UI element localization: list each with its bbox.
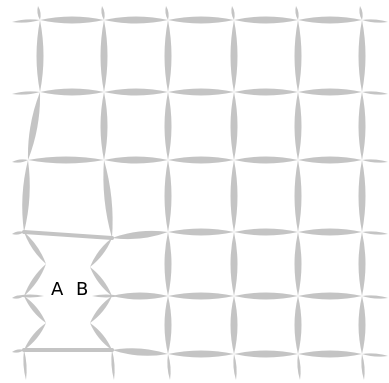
edge-stub-top: [359, 6, 363, 20]
horizontal-lens: [168, 228, 234, 236]
vertical-lens: [103, 160, 113, 238]
edge-stub-top: [101, 6, 105, 20]
edge-stub-top: [165, 6, 169, 20]
horizontal-lens: [234, 350, 298, 358]
horizontal-lens: [104, 16, 168, 24]
vertical-lens: [358, 296, 366, 354]
horizontal-lens: [234, 88, 298, 96]
horizontal-lens: [168, 292, 234, 300]
vertical-lens: [22, 160, 30, 232]
horizontal-lens: [168, 350, 234, 358]
label-a: A: [51, 279, 64, 300]
horizontal-lens: [234, 228, 298, 236]
horizontal-lens: [104, 88, 168, 96]
vertical-lens-bowed: [90, 296, 112, 323]
vertical-lens: [230, 160, 238, 232]
vertical-lens: [230, 296, 238, 354]
edge-stub-right: [362, 231, 388, 235]
horizontal-lens: [298, 16, 362, 24]
vertical-lens: [358, 232, 366, 296]
vertical-lens: [164, 232, 172, 296]
vertical-lens-bowed: [90, 323, 112, 350]
horizontal-stub: [16, 294, 44, 298]
vertical-lens: [164, 20, 172, 92]
horizontal-lens: [104, 156, 168, 164]
vertical-lens: [230, 92, 238, 160]
edge-stub-right: [362, 19, 388, 23]
horizontal-stub: [92, 294, 120, 298]
edge-stub-left: [12, 159, 28, 163]
horizontal-lens: [298, 228, 362, 236]
horizontal-lens: [112, 292, 168, 300]
vertical-lens: [36, 20, 44, 92]
vertical-lens-bowed: [24, 323, 46, 350]
edge-stub-left: [12, 19, 40, 23]
vertical-lens: [294, 92, 302, 160]
edge-stub-bottom: [361, 354, 365, 380]
edge-stub-top: [295, 6, 299, 20]
horizontal-lens: [234, 16, 298, 24]
horizontal-lens: [168, 156, 234, 164]
edge-stub-right: [362, 295, 388, 299]
vertical-lens: [358, 20, 366, 92]
vertical-lens: [230, 232, 238, 296]
edge-stub-bottom: [111, 350, 115, 380]
horizontal-lens: [112, 230, 168, 240]
lens-layer: [12, 6, 388, 380]
edge-stub-bottom: [167, 354, 171, 380]
horizontal-lens: [168, 88, 234, 96]
horizontal-lens: [298, 88, 362, 96]
edge-stub-left: [12, 231, 24, 235]
vertical-lens-bowed: [24, 296, 46, 323]
edge-stub-top: [37, 6, 41, 20]
edge-stub-bottom: [233, 354, 237, 380]
vertical-lens: [294, 20, 302, 92]
edge-stub-right: [362, 353, 388, 357]
vertical-lens: [358, 92, 366, 160]
vertical-lens: [100, 92, 108, 160]
edge-stub-right: [362, 159, 388, 163]
horizontal-lens: [298, 350, 362, 358]
edge-stub-right: [362, 91, 388, 95]
horizontal-lens: [298, 156, 362, 164]
vertical-lens: [164, 160, 172, 232]
horizontal-lens: [168, 16, 234, 24]
vertical-lens: [27, 92, 41, 160]
vertical-lens: [294, 232, 302, 296]
vertical-lens: [294, 160, 302, 232]
thin-horizontal-line: [22, 230, 114, 240]
horizontal-lens: [40, 16, 104, 24]
horizontal-lens: [40, 88, 104, 96]
vertical-lens: [164, 296, 172, 354]
vertical-lens: [164, 92, 172, 160]
edge-stub-left: [12, 91, 40, 95]
horizontal-lens: [234, 292, 298, 300]
edge-stub-bottom: [297, 354, 301, 380]
vertical-lens: [358, 160, 366, 232]
horizontal-lens: [298, 292, 362, 300]
vertical-lens-bowed: [24, 264, 46, 296]
label-b: B: [76, 279, 88, 300]
horizontal-lens: [234, 156, 298, 164]
vertical-lens-bowed: [90, 267, 112, 296]
vertical-lens: [294, 296, 302, 354]
vertical-lens-bowed: [90, 238, 112, 267]
vertical-lens-bowed: [24, 232, 46, 264]
horizontal-lens: [112, 348, 168, 356]
thin-line-layer: [22, 230, 114, 352]
vertical-lens: [100, 20, 108, 92]
vertical-lens: [230, 20, 238, 92]
edge-stub-bottom: [23, 350, 27, 380]
edge-stub-left: [12, 349, 24, 353]
edge-stub-top: [231, 6, 235, 20]
horizontal-lens: [28, 156, 104, 164]
